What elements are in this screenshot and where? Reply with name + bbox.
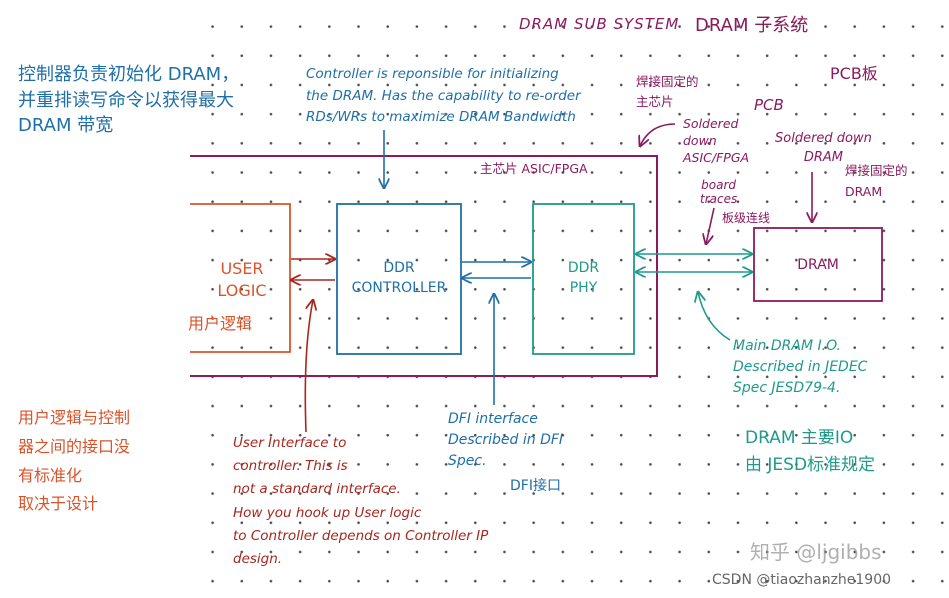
dram-io-note-cn: DRAM 主要IO 由 JESD标准规定 (745, 428, 876, 476)
board-traces-cn: 板级连线 (722, 211, 771, 225)
soldered-asic-en: Soldered down ASIC/FPGA (683, 116, 750, 165)
dram-io-arrow (698, 292, 731, 341)
dfi-note-en: DFI interface Described in DFI Spec. (448, 411, 564, 469)
title-en: DRAM SUB SYSTEM (519, 15, 680, 33)
soldered-dram-cn: 焊接固定的 DRAM (845, 163, 908, 200)
ddr-phy-label: DDR PHY (567, 260, 600, 297)
title-cn: DRAM 子系统 (695, 15, 809, 36)
chip-label: 主芯片 ASIC/FPGA (480, 161, 588, 176)
pcb-small-label: PCB (754, 96, 784, 114)
pcb-label: PCB板 (830, 64, 878, 83)
board-traces-arrow (706, 207, 715, 244)
user-logic-cn: 用户逻辑 (188, 314, 253, 333)
soldered-dram-en: Soldered down DRAM (775, 131, 872, 165)
dfi-note-cn: DFI接口 (510, 478, 561, 494)
dram-io-note-en: Main DRAM I.O. Described in JEDEC Spec J… (733, 338, 868, 396)
ddr-phy-box (532, 203, 635, 355)
user-interface-note-cn: 用户逻辑与控制 器之间的接口没 有标准化 取决于设计 (18, 408, 131, 514)
soldered-asic-arrow (640, 123, 676, 146)
dram-label: DRAM (797, 257, 839, 273)
controller-note-en: Controller is reponsible for initializin… (306, 66, 581, 126)
csdn-watermark: CSDN @tiaozhanzhe1900 (712, 572, 892, 588)
chip-boundary (190, 155, 658, 377)
user-interface-note-en: User Interface to controller. This is no… (233, 435, 489, 568)
soldered-main-chip-cn: 焊接固定的 主芯片 (636, 74, 699, 109)
left-margin (0, 0, 190, 598)
controller-note-cn: 控制器负责初始化 DRAM， 并重排读写命令以获得最大 DRAM 带宽 (18, 64, 240, 137)
board-traces-en: board traces (700, 178, 738, 207)
zhihu-watermark: 知乎 @ljgibbs (750, 540, 882, 564)
user-logic-en: USER LOGIC (217, 259, 267, 300)
user-interface-arrow (304, 300, 313, 433)
dram-box (753, 227, 883, 302)
ddr-controller-label: DDR CONTROLLER (351, 260, 447, 297)
